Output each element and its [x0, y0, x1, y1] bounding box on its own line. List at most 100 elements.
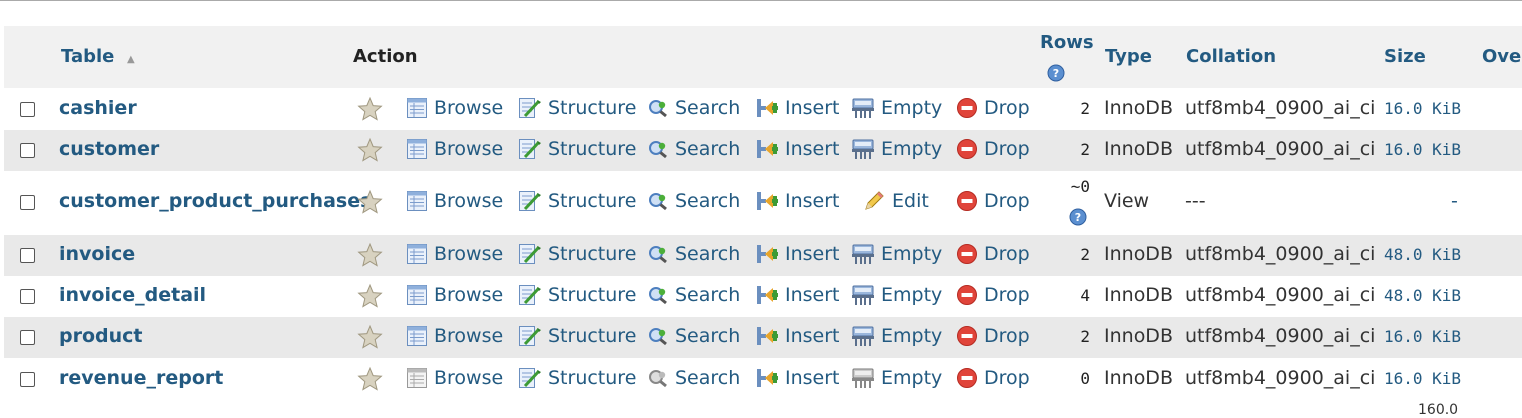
table-name-link[interactable]: invoice — [59, 243, 136, 265]
size-link[interactable]: 48.0 KiB — [1384, 286, 1462, 305]
size-link[interactable]: 16.0 KiB — [1384, 369, 1462, 388]
row-checkbox[interactable] — [20, 248, 35, 263]
structure-action[interactable]: Structure — [518, 284, 636, 306]
insert-action[interactable]: Insert — [755, 367, 840, 389]
size-link[interactable]: 16.0 KiB — [1384, 327, 1462, 346]
insert-action[interactable]: Insert — [755, 243, 840, 265]
engine-type: InnoDB — [1104, 325, 1173, 347]
row-checkbox[interactable] — [20, 195, 35, 210]
engine-type: View — [1104, 190, 1150, 212]
structure-action[interactable]: Structure — [518, 367, 636, 389]
size-link[interactable]: 16.0 KiB — [1384, 99, 1462, 118]
favorite-star-icon[interactable] — [357, 366, 383, 392]
col-header-overhead[interactable]: Ove — [1482, 46, 1522, 67]
browse-label: Browse — [434, 243, 504, 265]
drop-action[interactable]: Drop — [956, 243, 1030, 265]
table-name-link[interactable]: customer — [59, 138, 160, 160]
favorite-star-icon[interactable] — [357, 189, 383, 215]
browse-action[interactable]: Browse — [406, 97, 503, 119]
insert-icon — [755, 97, 785, 119]
insert-icon — [755, 243, 785, 265]
browse-label: Browse — [434, 325, 504, 347]
edit-icon — [862, 190, 892, 212]
structure-action[interactable]: Structure — [518, 138, 636, 160]
search-icon — [647, 284, 675, 306]
search-action[interactable]: Search — [647, 367, 740, 389]
edit-action[interactable]: Edit — [862, 190, 929, 212]
table-name-link[interactable]: invoice_detail — [59, 284, 207, 306]
search-action[interactable]: Search — [647, 243, 740, 265]
collation-value: utf8mb4_0900_ai_ci — [1185, 138, 1376, 160]
table-header: Table ▲ Action Rows ? Type Collation Siz… — [4, 26, 1522, 88]
drop-action[interactable]: Drop — [956, 190, 1030, 212]
insert-action[interactable]: Insert — [755, 138, 840, 160]
size-link[interactable]: 48.0 KiB — [1384, 245, 1462, 264]
search-action[interactable]: Search — [647, 190, 740, 212]
structure-action[interactable]: Structure — [518, 190, 636, 212]
table-name-link[interactable]: customer_product_purchases — [59, 190, 372, 212]
row-checkbox[interactable] — [20, 102, 35, 117]
col-header-type[interactable]: Type — [1105, 46, 1152, 67]
size-link[interactable]: 16.0 KiB — [1384, 140, 1462, 159]
empty-action[interactable]: Empty — [851, 325, 942, 347]
empty-action[interactable]: Empty — [851, 243, 942, 265]
table-row: invoice Browse Structure Search Insert Empty D… — [4, 235, 1522, 276]
drop-action[interactable]: Drop — [956, 284, 1030, 306]
empty-action[interactable]: Empty — [851, 138, 942, 160]
help-icon[interactable]: ? — [1069, 208, 1087, 226]
favorite-star-icon[interactable] — [357, 324, 383, 350]
browse-action[interactable]: Browse — [406, 284, 503, 306]
empty-icon — [851, 325, 881, 347]
favorite-star-icon[interactable] — [357, 283, 383, 309]
search-icon — [647, 243, 675, 265]
search-action[interactable]: Search — [647, 138, 740, 160]
browse-action[interactable]: Browse — [406, 325, 503, 347]
drop-action[interactable]: Drop — [956, 325, 1030, 347]
row-count: 4 — [1080, 286, 1090, 305]
row-checkbox[interactable] — [20, 143, 35, 158]
engine-type: InnoDB — [1104, 243, 1173, 265]
empty-action[interactable]: Empty — [851, 97, 942, 119]
table-name-link[interactable]: revenue_report — [59, 367, 224, 389]
search-action[interactable]: Search — [647, 284, 740, 306]
help-icon[interactable]: ? — [1047, 64, 1065, 82]
insert-action[interactable]: Insert — [755, 325, 840, 347]
table-name-link[interactable]: product — [59, 325, 143, 347]
empty-action[interactable]: Empty — [851, 367, 942, 389]
col-header-collation[interactable]: Collation — [1186, 46, 1277, 67]
favorite-star-icon[interactable] — [357, 96, 383, 122]
col-header-table[interactable]: Table — [61, 46, 115, 67]
structure-action[interactable]: Structure — [518, 243, 636, 265]
browse-action[interactable]: Browse — [406, 243, 503, 265]
search-action[interactable]: Search — [647, 325, 740, 347]
insert-action[interactable]: Insert — [755, 190, 840, 212]
browse-action[interactable]: Browse — [406, 367, 503, 389]
drop-label: Drop — [984, 367, 1030, 389]
empty-action[interactable]: Empty — [851, 284, 942, 306]
structure-action[interactable]: Structure — [518, 325, 636, 347]
engine-type: InnoDB — [1104, 367, 1173, 389]
drop-action[interactable]: Drop — [956, 97, 1030, 119]
structure-icon — [518, 284, 548, 306]
table-name-link[interactable]: cashier — [59, 97, 137, 119]
col-header-rows[interactable]: Rows — [1040, 32, 1094, 53]
row-count: 2 — [1080, 140, 1090, 159]
search-icon — [647, 190, 675, 212]
row-checkbox[interactable] — [20, 372, 35, 387]
favorite-star-icon[interactable] — [357, 242, 383, 268]
row-checkbox[interactable] — [20, 289, 35, 304]
table-row: customer_product_purchases Browse Structur… — [4, 171, 1522, 235]
drop-action[interactable]: Drop — [956, 138, 1030, 160]
insert-action[interactable]: Insert — [755, 97, 840, 119]
structure-action[interactable]: Structure — [518, 97, 636, 119]
search-icon — [647, 138, 675, 160]
drop-action[interactable]: Drop — [956, 367, 1030, 389]
insert-action[interactable]: Insert — [755, 284, 840, 306]
col-header-size[interactable]: Size — [1384, 46, 1426, 67]
row-checkbox[interactable] — [20, 330, 35, 345]
browse-action[interactable]: Browse — [406, 190, 503, 212]
empty-label: Empty — [881, 325, 943, 347]
search-action[interactable]: Search — [647, 97, 740, 119]
favorite-star-icon[interactable] — [357, 137, 383, 163]
browse-action[interactable]: Browse — [406, 138, 503, 160]
